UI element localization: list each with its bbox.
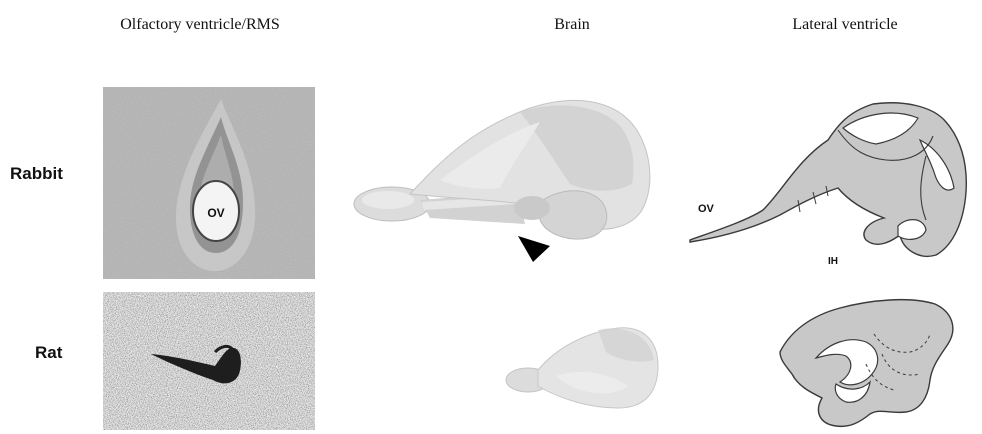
row-label-rabbit: Rabbit [10,164,63,184]
ih-label: IH [828,256,838,267]
rabbit-olfactory-micrograph: OV [103,87,315,279]
ov-label-micrograph: OV [207,206,224,220]
rabbit-brain-illustration [350,92,680,262]
arrowhead-marker [518,236,550,262]
rat-olfactory-micrograph [103,292,315,430]
column-title-olfactory: Olfactory ventricle/RMS [120,16,280,34]
row-label-rat: Rat [35,343,62,363]
column-title-brain: Brain [554,16,590,34]
ov-label-ventricle: OV [698,203,715,215]
rat-lateral-ventricle-diagram [770,294,970,434]
rat-brain-illustration [498,316,668,416]
column-title-lateral-ventricle: Lateral ventricle [792,16,897,34]
rabbit-lateral-ventricle-diagram: OV IH [688,100,978,280]
